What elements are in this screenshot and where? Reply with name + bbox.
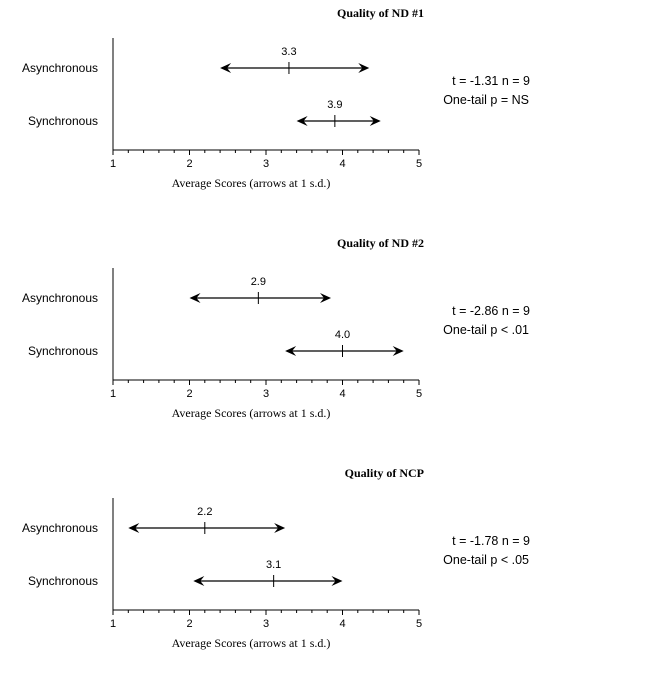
x-tick-label: 1	[110, 388, 116, 400]
x-tick-label: 3	[263, 618, 269, 630]
x-axis-label: Average Scores (arrows at 1 s.d.)	[172, 406, 331, 420]
stats-line-2: One-tail p < .05	[443, 553, 529, 567]
sd-high-arrowhead	[274, 523, 286, 533]
sd-low-arrowhead	[128, 523, 140, 533]
x-tick-label: 4	[339, 158, 345, 170]
mean-data-label: 3.9	[327, 99, 342, 111]
stats-line-2: One-tail p < .01	[443, 323, 529, 337]
chart-title: Quality of ND #2	[337, 236, 424, 250]
mean-data-label: 2.9	[251, 276, 266, 288]
category-label: Synchronous	[28, 344, 98, 358]
stats-line-1: t = -2.86 n = 9	[452, 304, 530, 318]
x-tick-label: 1	[110, 158, 116, 170]
category-label: Asynchronous	[22, 61, 98, 75]
category-label: Synchronous	[28, 574, 98, 588]
sd-low-arrowhead	[193, 576, 205, 586]
x-tick-label: 5	[416, 618, 422, 630]
sd-high-arrowhead	[331, 576, 343, 586]
x-tick-label: 4	[339, 618, 345, 630]
chart-title: Quality of NCP	[345, 466, 424, 480]
x-axis-label: Average Scores (arrows at 1 s.d.)	[172, 636, 331, 650]
x-tick-label: 2	[186, 388, 192, 400]
x-tick-label: 3	[263, 158, 269, 170]
x-axis-label: Average Scores (arrows at 1 s.d.)	[172, 176, 331, 190]
stats-line-1: t = -1.78 n = 9	[452, 534, 530, 548]
stats-line-1: t = -1.31 n = 9	[452, 74, 530, 88]
mean-data-label: 3.1	[266, 559, 281, 571]
x-tick-label: 4	[339, 388, 345, 400]
sd-high-arrowhead	[369, 116, 381, 126]
mean-data-label: 2.2	[197, 506, 212, 518]
x-tick-label: 1	[110, 618, 116, 630]
mean-data-label: 3.3	[281, 46, 296, 58]
chart-title: Quality of ND #1	[337, 6, 424, 20]
x-tick-label: 3	[263, 388, 269, 400]
category-label: Synchronous	[28, 114, 98, 128]
category-label: Asynchronous	[22, 291, 98, 305]
sd-low-arrowhead	[220, 63, 232, 73]
sd-low-arrowhead	[285, 346, 297, 356]
x-tick-label: 5	[416, 158, 422, 170]
stats-line-2: One-tail p = NS	[443, 93, 529, 107]
mean-data-label: 4.0	[335, 329, 350, 341]
sd-high-arrowhead	[320, 293, 332, 303]
sd-high-arrowhead	[358, 63, 370, 73]
x-tick-label: 2	[186, 618, 192, 630]
x-tick-label: 5	[416, 388, 422, 400]
sd-high-arrowhead	[392, 346, 404, 356]
sd-low-arrowhead	[189, 293, 201, 303]
x-tick-label: 2	[186, 158, 192, 170]
sd-low-arrowhead	[296, 116, 308, 126]
category-label: Asynchronous	[22, 521, 98, 535]
